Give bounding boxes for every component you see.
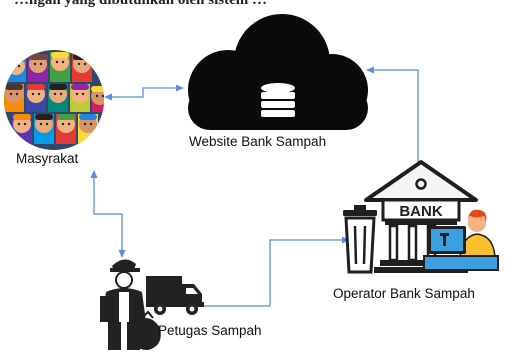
desk: [423, 255, 499, 271]
cloud-database-icon: [188, 14, 368, 130]
community-crowd-icon: [4, 50, 104, 150]
header-fragment-text: …ngan yang dibutuhkan oleh sistem …: [14, 0, 267, 8]
person-face: [34, 114, 54, 144]
bank-operator-icon: BANK: [343, 160, 499, 274]
person-face: [26, 84, 46, 112]
garbage-officer-icon: [100, 259, 204, 350]
database-icon: [261, 83, 295, 117]
connector-community-officer: [93, 176, 123, 252]
person-face: [78, 114, 98, 144]
operator-label: Operator Bank Sampah: [333, 286, 475, 301]
website-label: Website Bank Sampah: [189, 134, 327, 149]
person-face: [28, 54, 48, 82]
person-face: [70, 84, 90, 112]
arrowhead: [104, 93, 112, 101]
person-face: [6, 56, 26, 82]
arrowhead: [366, 66, 374, 74]
arrowhead: [176, 84, 184, 92]
worker-icon: [100, 259, 161, 350]
page-header-fragment: …ngan yang dibutuhkan oleh sistem …: [0, 0, 508, 10]
person-face: [48, 84, 68, 112]
trash-bin-icon: [343, 205, 377, 274]
operator-person-icon: [459, 209, 496, 259]
computer-monitor-icon: [428, 226, 466, 254]
connectors: [93, 69, 419, 307]
arrowhead: [90, 170, 98, 178]
person-face: [50, 52, 70, 82]
garbage-truck-icon: [146, 276, 204, 315]
arrowhead: [118, 250, 126, 258]
person-face: [4, 84, 24, 112]
person-face: [91, 86, 104, 112]
connector-community-website: [110, 87, 178, 98]
person-face: [72, 54, 92, 82]
community-label: Masyrakat: [16, 151, 79, 166]
person-face: [12, 114, 32, 144]
officer-label: Petugas Sampah: [158, 323, 262, 338]
connector-officer-operator: [191, 239, 344, 307]
connector-website-operator: [372, 69, 419, 168]
bank-sign-text: BANK: [399, 203, 442, 220]
person-face: [56, 114, 76, 144]
